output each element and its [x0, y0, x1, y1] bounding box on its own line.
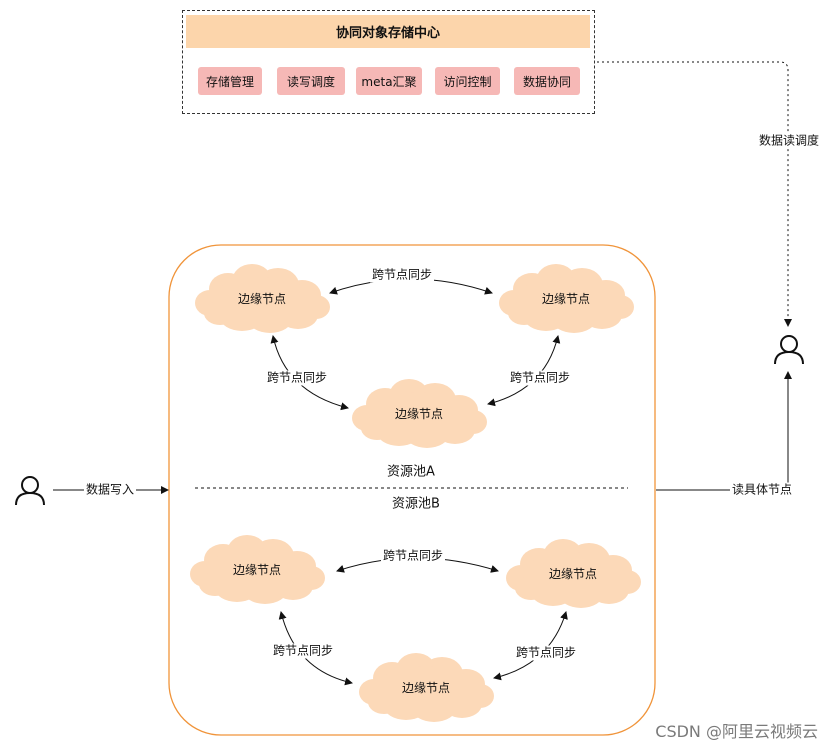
resource-pool-container	[168, 244, 656, 736]
edge-node-label: 边缘节点	[542, 292, 590, 306]
sync-label-a-right: 跨节点同步	[507, 370, 573, 386]
sync-arrow-b-left	[278, 611, 353, 686]
read-schedule-label: 数据读调度	[756, 133, 822, 149]
reader-user-icon	[774, 335, 804, 365]
pool-b-label: 资源池B	[392, 496, 440, 512]
sync-label-b-left: 跨节点同步	[270, 643, 336, 659]
edge-node-label: 边缘节点	[402, 681, 450, 695]
module-access-control: 访问控制	[435, 67, 500, 95]
edge-node-a-bottom: 边缘节点	[352, 379, 487, 448]
module-data-collaboration: 数据协同	[514, 67, 580, 95]
edge-node-b-right: 边缘节点	[506, 539, 641, 608]
module-meta-aggregation: meta汇聚	[356, 67, 422, 95]
edge-node-a-left: 边缘节点	[195, 264, 330, 333]
read-node-arrow	[656, 371, 792, 491]
storage-center-box	[182, 10, 595, 114]
edge-node-b-left: 边缘节点	[190, 535, 325, 604]
edge-node-a-right: 边缘节点	[499, 264, 634, 333]
edge-node-label: 边缘节点	[395, 407, 443, 421]
module-storage-management: 存储管理	[198, 67, 262, 95]
read-node-label: 读具体节点	[729, 482, 795, 498]
watermark: CSDN @阿里云视频云	[655, 722, 818, 741]
read-schedule-arrow	[597, 61, 792, 327]
edge-node-label: 边缘节点	[549, 567, 597, 581]
edge-node-label: 边缘节点	[238, 292, 286, 306]
storage-center-title: 协同对象存储中心	[186, 15, 590, 48]
writer-user-icon	[15, 476, 45, 506]
sync-label-a-top: 跨节点同步	[369, 267, 435, 283]
sync-label-a-left: 跨节点同步	[264, 370, 330, 386]
module-read-write-schedule: 读写调度	[277, 67, 345, 95]
data-write-label: 数据写入	[83, 482, 137, 498]
sync-label-b-top: 跨节点同步	[380, 548, 446, 564]
sync-label-b-right: 跨节点同步	[513, 645, 579, 661]
edge-node-b-bottom: 边缘节点	[359, 653, 494, 722]
pool-a-label: 资源池A	[387, 464, 435, 480]
edge-node-label: 边缘节点	[233, 563, 281, 577]
